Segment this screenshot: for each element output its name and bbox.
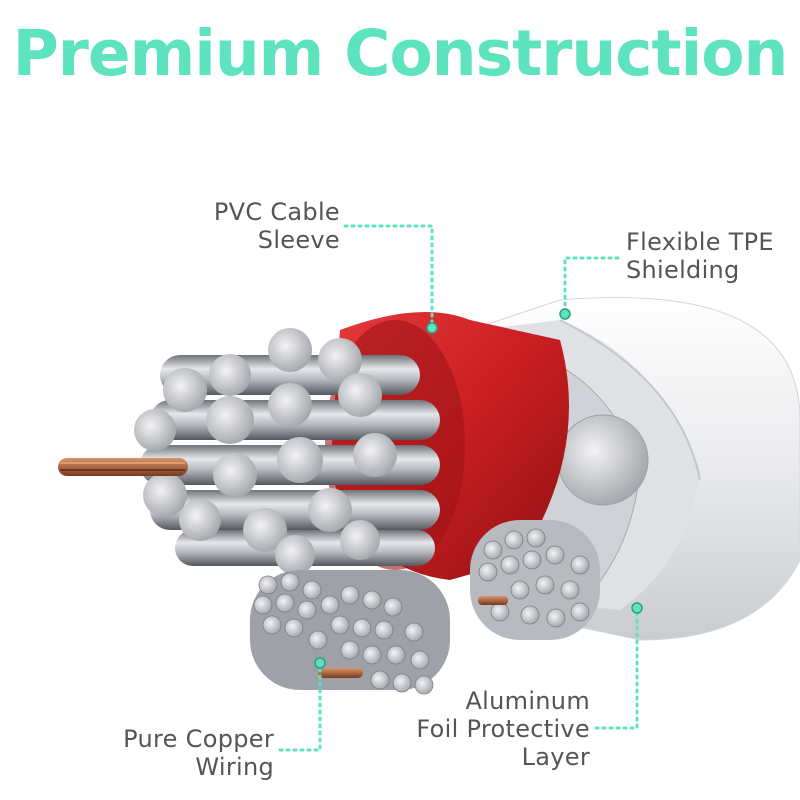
leader-dots	[314, 308, 643, 669]
main-strand-bundle	[58, 328, 440, 575]
label-line: Layer	[521, 743, 590, 771]
label-line: Wiring	[195, 753, 274, 781]
leader-lines	[278, 224, 639, 752]
small-strand-bundles	[250, 520, 600, 695]
label-pvc-cable-sleeve: PVC Cable Sleeve	[140, 198, 340, 254]
label-line: PVC Cable	[213, 198, 340, 226]
label-pure-copper-wiring: Pure Copper Wiring	[80, 725, 274, 781]
label-line: Foil Protective	[416, 715, 590, 743]
label-line: Aluminum	[465, 687, 590, 715]
page-title: Premium Construction	[12, 17, 789, 90]
label-line: Sleeve	[257, 226, 340, 254]
label-line: Shielding	[626, 256, 740, 284]
label-flexible-tpe-shielding: Flexible TPE Shielding	[626, 228, 800, 284]
label-aluminum-foil-layer: Aluminum Foil Protective Layer	[380, 687, 590, 771]
label-line: Flexible TPE	[626, 228, 774, 256]
label-line: Pure Copper	[123, 725, 274, 753]
